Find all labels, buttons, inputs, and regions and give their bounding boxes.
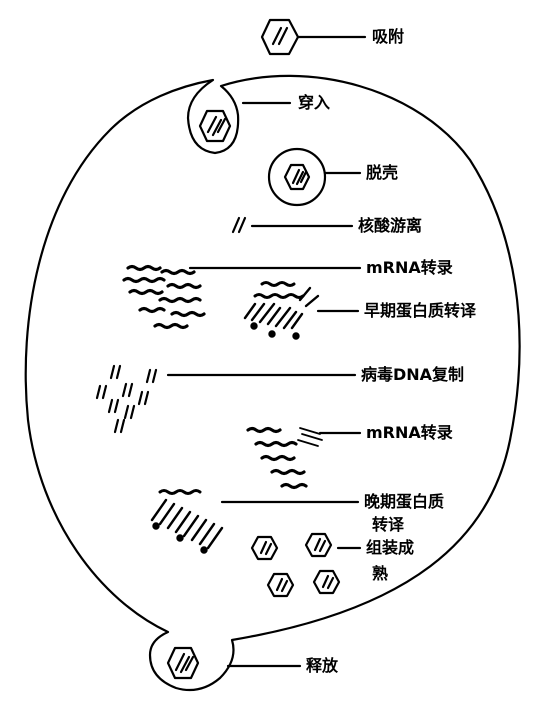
label-penetration: 穿入: [298, 93, 331, 112]
label-release: 释放: [306, 656, 339, 675]
label-mrna-transcription-late: mRNA转录: [366, 423, 453, 442]
label-mrna-transcription-early: mRNA转录: [366, 258, 453, 277]
nucleic-acid-icon: [231, 216, 247, 234]
mrna-late-icon: [246, 426, 308, 490]
virion-uncoating-icon: [267, 147, 327, 207]
assembled-virion-icon-1: [250, 535, 279, 561]
label-nucleic-acid-release: 核酸游离: [358, 216, 423, 235]
label-assembly-line1: 组装成: [366, 538, 415, 557]
label-late-protein-line2: 转译: [372, 515, 405, 534]
label-adsorption: 吸附: [372, 27, 405, 46]
late-protein-icon: [150, 489, 224, 554]
cell-membrane: [24, 74, 521, 692]
assembled-virion-icon-4: [312, 569, 341, 595]
early-protein-icon: [243, 281, 320, 340]
assembled-virion-icon-3: [266, 572, 295, 598]
label-uncoating: 脱壳: [366, 163, 399, 182]
mrna-late-strand-icon: [297, 427, 323, 447]
dna-replication-icon: [95, 364, 158, 434]
label-late-protein-line1: 晚期蛋白质: [364, 492, 445, 511]
label-dna-replication: 病毒DNA复制: [361, 365, 465, 384]
assembled-virion-icon-2: [304, 532, 333, 558]
mrna-early-icon: [122, 264, 206, 330]
virion-adsorption-icon: [260, 18, 300, 56]
label-early-protein: 早期蛋白质转译: [364, 301, 477, 320]
virion-release-icon: [166, 646, 200, 680]
virion-penetration-icon: [198, 109, 232, 143]
label-assembly-line2: 熟: [372, 564, 389, 583]
